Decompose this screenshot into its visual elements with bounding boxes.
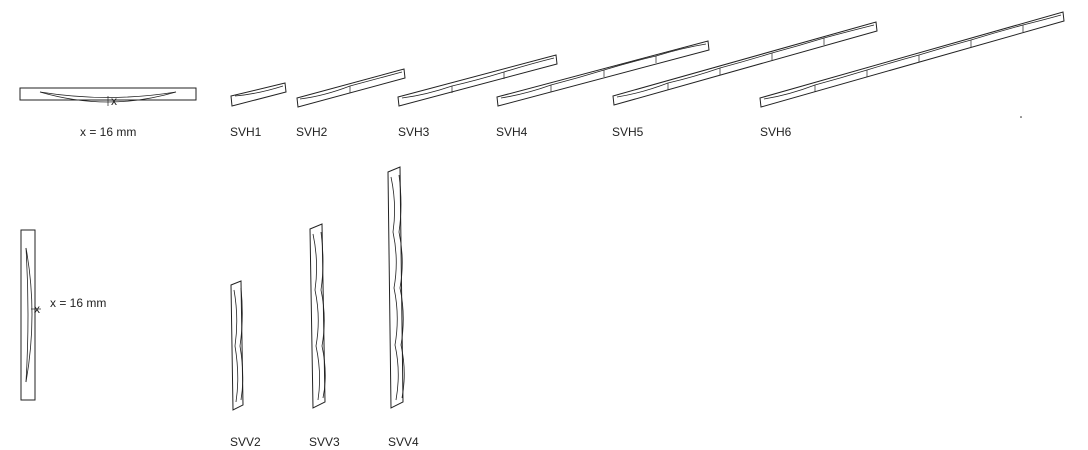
label-svh2: SVH2: [296, 125, 328, 139]
label-svv4: SVV4: [388, 435, 419, 449]
label-svh1: SVH1: [230, 125, 262, 139]
dimension-marker-x-horizontal: x: [111, 94, 117, 108]
dimension-note-horizontal: x = 16 mm: [80, 125, 136, 139]
specimen-svh6: [759, 11, 1065, 108]
specimen-svv2: [230, 280, 244, 411]
dimension-marker-x-vertical: x: [34, 302, 40, 316]
horizontal-labels: SVH1 SVH2 SVH3 SVH4 SVH5 SVH6: [230, 125, 792, 139]
label-svv3: SVV3: [309, 435, 340, 449]
specimen-svh2: [296, 68, 406, 108]
vertical-specimens: [230, 166, 405, 411]
vertical-labels: SVV2 SVV3 SVV4: [230, 435, 419, 449]
horizontal-section-detail: x: [19, 87, 197, 108]
label-svh3: SVH3: [398, 125, 430, 139]
specimen-svh5: [612, 21, 878, 106]
specimen-svh3: [397, 54, 558, 107]
label-svh4: SVH4: [496, 125, 528, 139]
label-svh5: SVH5: [612, 125, 644, 139]
label-svv2: SVV2: [230, 435, 261, 449]
dimension-note-vertical: x = 16 mm: [50, 296, 106, 310]
specimen-svh4: [496, 40, 710, 107]
label-svh6: SVH6: [760, 125, 792, 139]
horizontal-specimens: [230, 11, 1065, 108]
specimen-svv4: [387, 166, 405, 409]
specimen-svv3: [309, 223, 326, 409]
vertical-section-detail: x: [20, 229, 41, 401]
specimen-svh1: [230, 82, 287, 107]
stray-dot: [1020, 116, 1022, 118]
